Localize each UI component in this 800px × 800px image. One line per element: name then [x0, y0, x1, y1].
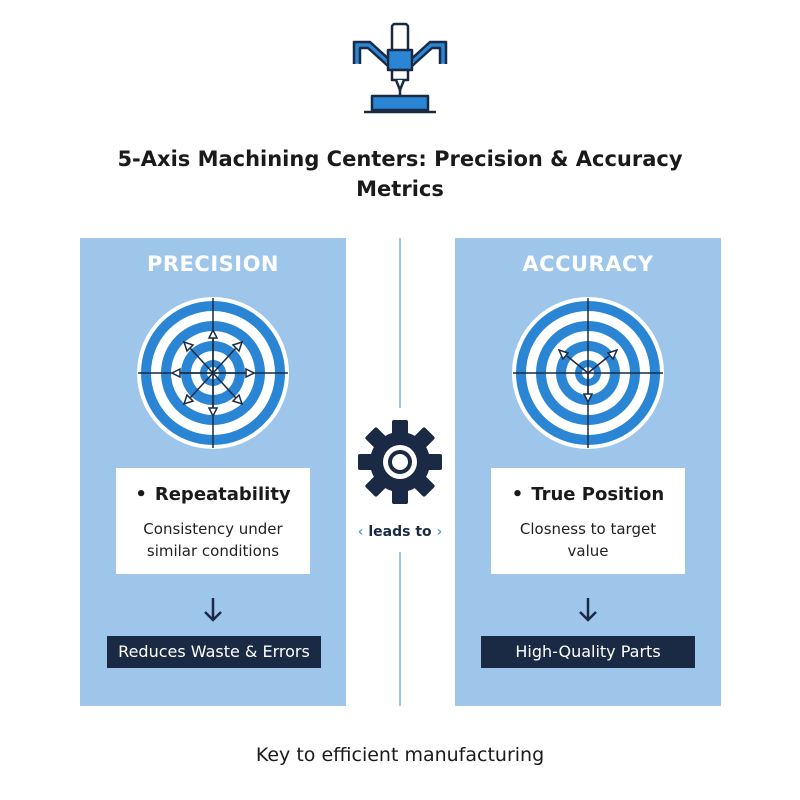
bullet-icon: • — [135, 484, 147, 505]
arrow-down-icon — [204, 598, 222, 622]
true-position-card: • True Position Closness to target value — [491, 468, 685, 574]
divider-line-top — [399, 238, 401, 408]
precision-heading: PRECISION — [147, 252, 279, 276]
precision-description: Consistency under similar conditions — [143, 520, 283, 560]
accuracy-metric: True Position — [531, 484, 665, 505]
target-clustered-darts-icon — [137, 297, 289, 449]
gear-icon — [358, 420, 442, 504]
precision-metric: Repeatability — [154, 484, 291, 505]
bullet-icon: • — [511, 484, 524, 505]
precision-outcome: Reduces Waste & Errors — [107, 636, 321, 668]
target-centered-darts-icon — [512, 297, 664, 449]
connector-label: ‹ leads to › — [357, 524, 443, 540]
footer-caption: Key to efficient manufacturing — [255, 744, 545, 766]
chevron-right-icon: › — [436, 524, 443, 540]
accuracy-heading: ACCURACY — [522, 252, 654, 276]
cnc-machine-icon — [352, 22, 448, 114]
page-title: 5-Axis Machining Centers: Precision & Ac… — [117, 147, 683, 201]
repeatability-card: • Repeatability Consistency under similar… — [116, 468, 310, 574]
accuracy-outcome: High-Quality Parts — [481, 636, 695, 668]
accuracy-description: Closness to target value — [519, 520, 657, 560]
chevron-left-icon: ‹ — [357, 524, 364, 540]
accuracy-panel: ACCURACY • True Position Closness to targ… — [455, 238, 721, 706]
precision-panel: PRECISION • Repeatability Consistency und… — [80, 238, 346, 706]
divider-line-bottom — [399, 552, 401, 706]
arrow-down-icon — [579, 598, 597, 622]
